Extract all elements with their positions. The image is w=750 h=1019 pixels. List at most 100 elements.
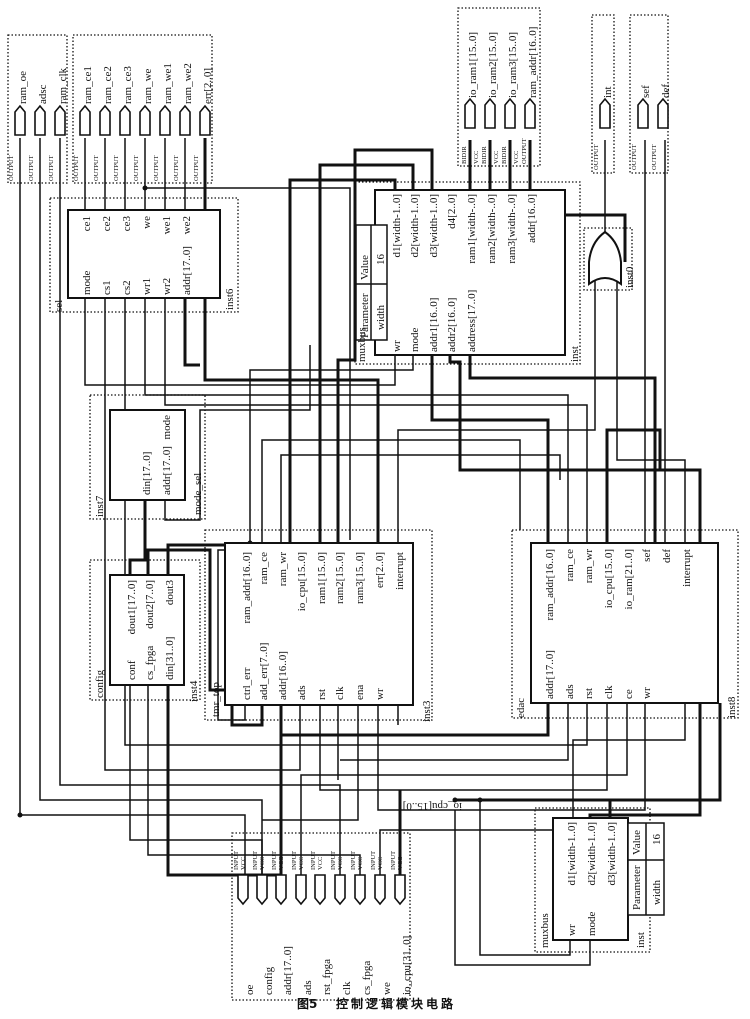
output-pin-icon <box>637 97 649 129</box>
wire <box>319 703 608 791</box>
parameter-value: 16 <box>375 254 387 266</box>
output-pin-icon <box>139 104 151 136</box>
bus-wire <box>281 703 550 737</box>
block-name: config <box>94 669 106 698</box>
bidir-pin-icon <box>464 97 476 129</box>
wire <box>147 685 361 875</box>
value-header: Value <box>359 255 371 280</box>
wire <box>340 703 569 761</box>
input-pin-icon <box>334 874 346 906</box>
port-label: wr <box>641 687 653 699</box>
output-pin-label: err[2..0] <box>202 68 214 104</box>
output-pin-label: def <box>660 84 672 98</box>
input-pin-label: ads <box>302 980 314 995</box>
pin-type-label: OUTPUT <box>173 155 180 181</box>
wire <box>262 705 359 821</box>
or-gate-instance-box <box>583 227 633 291</box>
pin-type-label: INPUT <box>390 851 397 870</box>
output-pin-icon <box>159 104 171 136</box>
port-label: addr[17..0] <box>161 446 173 495</box>
instance-name: inst4 <box>188 680 200 702</box>
output-pin-label: ram_we <box>142 68 154 104</box>
pin-type-label: OUTPUT <box>8 155 15 181</box>
block-name: muxbus <box>356 327 368 362</box>
bidir-pin-icon <box>504 97 516 129</box>
bus-wire <box>468 355 657 543</box>
pin-type-label: OUTPUT <box>631 144 638 170</box>
port-label: addr[16..0] <box>277 651 289 700</box>
port-label: ram_ce <box>564 549 576 581</box>
port-label: cs1 <box>101 280 113 295</box>
output-pin-icon <box>179 104 191 136</box>
parameter-name: width <box>375 304 387 330</box>
input-pin-icon <box>275 874 287 906</box>
vcc-label: VCC <box>473 151 480 164</box>
pin-type-label: OUTPUT <box>73 155 80 181</box>
wire <box>129 685 263 875</box>
port-label: addr[17..0] <box>544 650 556 699</box>
pin-type-label: INPUT <box>350 851 357 870</box>
port-label: ce3 <box>121 216 133 232</box>
block-name: mode_sel <box>192 473 204 515</box>
vcc-label: VCC <box>513 151 520 164</box>
output-pin-group-box <box>629 14 669 174</box>
output-pin-label: ram_clk <box>57 67 69 104</box>
junction-dot <box>452 797 458 803</box>
port-label: ram_wr <box>583 549 595 584</box>
instance-name: inst0 <box>624 266 636 288</box>
output-pin-icon <box>79 104 91 136</box>
port-label: mode <box>409 327 421 352</box>
output-pin-icon <box>524 97 536 129</box>
muxbus-block <box>374 189 566 356</box>
port-label: ads <box>564 684 576 699</box>
bus-wire <box>166 543 225 575</box>
wire <box>261 439 521 543</box>
io-pin-label: io_ram3[15..0] <box>507 32 519 98</box>
wire <box>124 298 588 746</box>
port-label: we <box>141 216 153 229</box>
bidir-pin-icon <box>484 97 496 129</box>
port-label: d1[width-1..0] <box>566 822 578 886</box>
input-pin-label: clk <box>341 981 353 995</box>
wire <box>39 138 263 875</box>
port-label: mode <box>161 415 173 440</box>
output-pin-label: ram_ce1 <box>82 66 94 104</box>
wire <box>19 138 246 875</box>
instance-name: inst <box>569 346 581 362</box>
pin-type-label: BIDIR <box>481 146 488 164</box>
vcc-label: VCC <box>240 857 247 870</box>
vcc-label: VCC <box>397 857 404 870</box>
pin-type-label: OUTPUT <box>28 155 35 181</box>
port-label: ram_addr[16..0] <box>544 549 556 620</box>
port-label: ctrl_err <box>241 667 253 700</box>
port-label: io_ram[21..0] <box>623 549 635 609</box>
port-label: interrupt <box>394 552 406 590</box>
port-label: ram1[width-..0] <box>466 194 478 264</box>
instance-name: inst7 <box>94 495 106 517</box>
vcc-label: VCC <box>357 857 364 870</box>
port-label: wr <box>566 924 578 936</box>
pin-type-label: BIDIR <box>461 146 468 164</box>
block-name: tmr_top <box>210 682 222 717</box>
parameter-name: width <box>651 879 663 905</box>
wire <box>249 355 414 543</box>
wire <box>84 298 396 386</box>
port-label: cs_fpga <box>144 646 156 680</box>
wire <box>145 187 351 540</box>
pin-type-label: OUTPUT <box>133 155 140 181</box>
mode-sel-block <box>109 409 186 501</box>
instance-name: inst8 <box>726 696 738 718</box>
instance-name: inst6 <box>224 288 236 310</box>
parameter-header: Parameter <box>359 293 371 338</box>
bidir-pin-icon <box>394 874 406 906</box>
input-pin-label: io_cpu[31..0] <box>401 936 413 995</box>
output-pin-label: ram_ce2 <box>102 66 114 104</box>
port-label: addr[17..0] <box>181 246 193 295</box>
output-pin-icon <box>99 104 111 136</box>
port-label: addr2[16..0] <box>446 298 458 352</box>
port-label: cs2 <box>121 280 133 295</box>
port-label: din[31..0] <box>164 637 176 680</box>
input-pin-label: config <box>263 966 275 995</box>
io-pin-group-box <box>457 7 541 167</box>
port-label: addr[16..0] <box>526 194 538 243</box>
